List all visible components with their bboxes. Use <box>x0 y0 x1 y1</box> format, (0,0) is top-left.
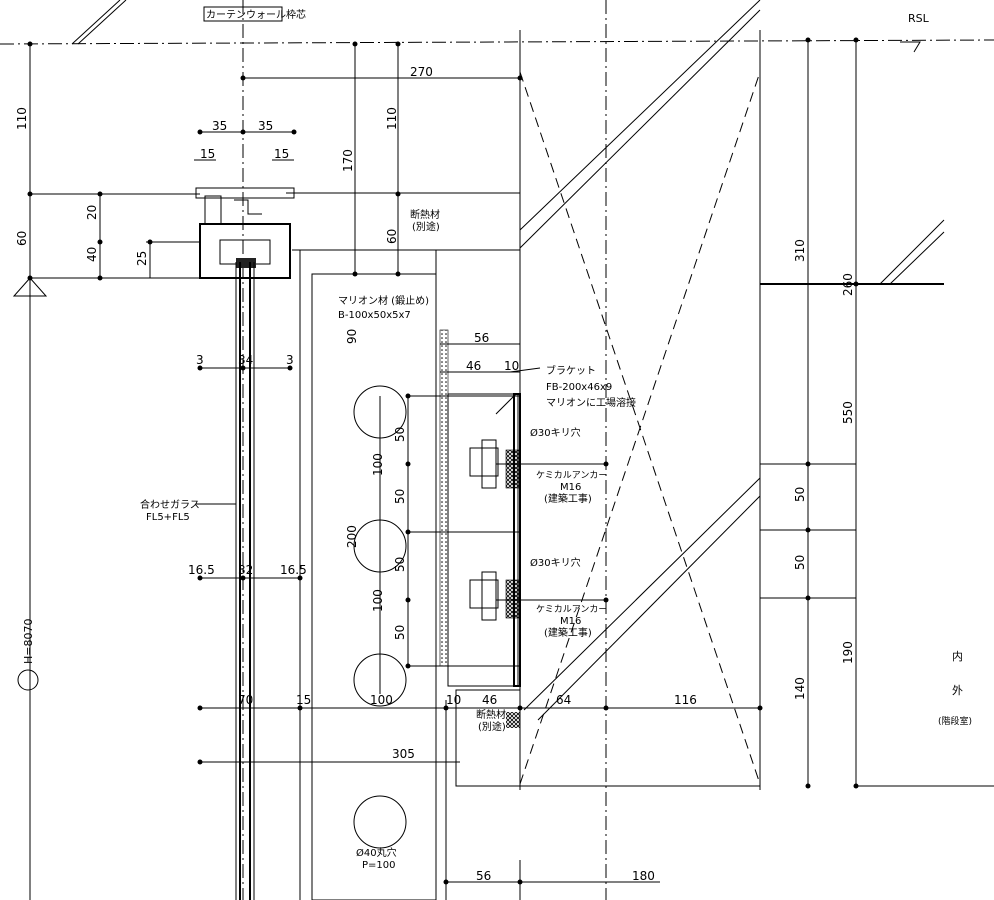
glass-label: 合わせガラス <box>140 498 200 511</box>
dim-34: 34 <box>238 353 253 367</box>
dim-32: 32 <box>238 563 253 577</box>
insulation-top-label: 断熱材 <box>410 208 440 221</box>
mullion-spec-label: B-100x50x5x7 <box>338 310 411 321</box>
dim-20: 20 <box>85 205 99 220</box>
anchor-2-size-label: M16 <box>560 616 581 627</box>
dim-16-5-right: 16.5 <box>280 563 307 577</box>
dim-50-b: 50 <box>393 489 407 504</box>
insulation-bottom-sub-label: (別途) <box>478 720 506 733</box>
dim-60-left: 60 <box>15 231 29 246</box>
anchor-1-size-label: M16 <box>560 482 581 493</box>
annotations: カーテンウォール枠芯 RSL 断熱材 (別途) マリオン材 (鍛止め) B-10… <box>17 6 972 871</box>
dimension-dots <box>27 37 859 885</box>
dim-10-top: 10 <box>504 359 519 373</box>
dim-110-mid: 110 <box>385 107 399 130</box>
dim-64: 64 <box>556 693 571 707</box>
dim-100-a: 100 <box>371 453 385 476</box>
dim-100-c: 100 <box>370 693 393 707</box>
side-a-label: 内 <box>952 649 963 663</box>
coping-detail <box>195 187 295 279</box>
insulation-bottom-label: 断熱材 <box>476 708 506 721</box>
side-b-label: 外 <box>952 684 963 697</box>
dim-260: 260 <box>841 273 855 296</box>
glass-spec-label: FL5+FL5 <box>146 512 190 523</box>
dimension-lines <box>12 40 994 900</box>
curtain-wall-frame-label: カーテンウォール枠芯 <box>206 8 306 21</box>
dim-190: 190 <box>841 641 855 664</box>
height-marker-label: H=8070 <box>22 619 35 664</box>
bracket-note-label: マリオンに工場溶接 <box>546 396 636 409</box>
dim-15-c: 15 <box>296 693 311 707</box>
bracket-label: ブラケット <box>546 364 596 377</box>
anchor-2-label: ケミカルアンカー <box>536 604 607 615</box>
mullion-holes <box>353 385 407 849</box>
dim-550: 550 <box>841 401 855 424</box>
dim-50-a: 50 <box>393 427 407 442</box>
dim-46-top: 46 <box>466 359 481 373</box>
dim-35-a: 35 <box>212 119 227 133</box>
dim-310: 310 <box>793 239 807 262</box>
hole-2-label: Ø30キリ穴 <box>530 556 581 569</box>
dim-40: 40 <box>85 247 99 262</box>
dim-16-5-left: 16.5 <box>188 563 215 577</box>
round-hole-pitch-label: P=100 <box>362 860 396 871</box>
dim-50-f: 50 <box>793 555 807 570</box>
dim-35-b: 35 <box>258 119 273 133</box>
dim-3-right: 3 <box>286 353 294 367</box>
dimension-text: 270 110 110 35 35 15 15 170 60 60 20 40 … <box>15 65 855 883</box>
mullion-label: マリオン材 (鍛止め) <box>338 294 429 307</box>
dim-56-top: 56 <box>474 331 489 345</box>
dim-50-c: 50 <box>393 557 407 572</box>
dim-100-b: 100 <box>371 589 385 612</box>
dim-180: 180 <box>632 869 655 883</box>
dim-116: 116 <box>674 693 697 707</box>
dim-170: 170 <box>341 149 355 172</box>
rsl-label: RSL <box>908 12 930 25</box>
dim-10-bottom: 10 <box>446 693 461 707</box>
insulation-top-sub-label: (別途) <box>412 220 440 233</box>
dim-46-bottom: 46 <box>482 693 497 707</box>
dim-305: 305 <box>392 747 415 761</box>
dim-50-d: 50 <box>393 625 407 640</box>
round-hole-label: Ø40丸穴 <box>356 846 397 859</box>
dim-270: 270 <box>410 65 433 79</box>
dim-15-b: 15 <box>274 147 289 161</box>
dim-25: 25 <box>135 251 149 266</box>
dim-200: 200 <box>345 525 359 548</box>
dim-90: 90 <box>345 329 359 344</box>
room-label: (階段室) <box>938 715 972 727</box>
cut-hatch <box>71 0 945 785</box>
bracket-spec-label: FB-200x46x9 <box>546 382 612 393</box>
anchor-2-note-label: (建築工事) <box>544 626 592 639</box>
mullion <box>311 250 449 900</box>
bracket-plate <box>447 393 606 787</box>
dim-56-bottom: 56 <box>476 869 491 883</box>
dim-110-left: 110 <box>15 107 29 130</box>
anchor-1-label: ケミカルアンカー <box>536 470 607 481</box>
anchor-1-note-label: (建築工事) <box>544 492 592 505</box>
dim-60-mid: 60 <box>385 229 399 244</box>
dim-3-left: 3 <box>196 353 204 367</box>
dim-140: 140 <box>793 677 807 700</box>
dim-70: 70 <box>238 693 253 707</box>
dim-50-e: 50 <box>793 487 807 502</box>
hole-1-label: Ø30キリ穴 <box>530 426 581 439</box>
dim-15-a: 15 <box>200 147 215 161</box>
